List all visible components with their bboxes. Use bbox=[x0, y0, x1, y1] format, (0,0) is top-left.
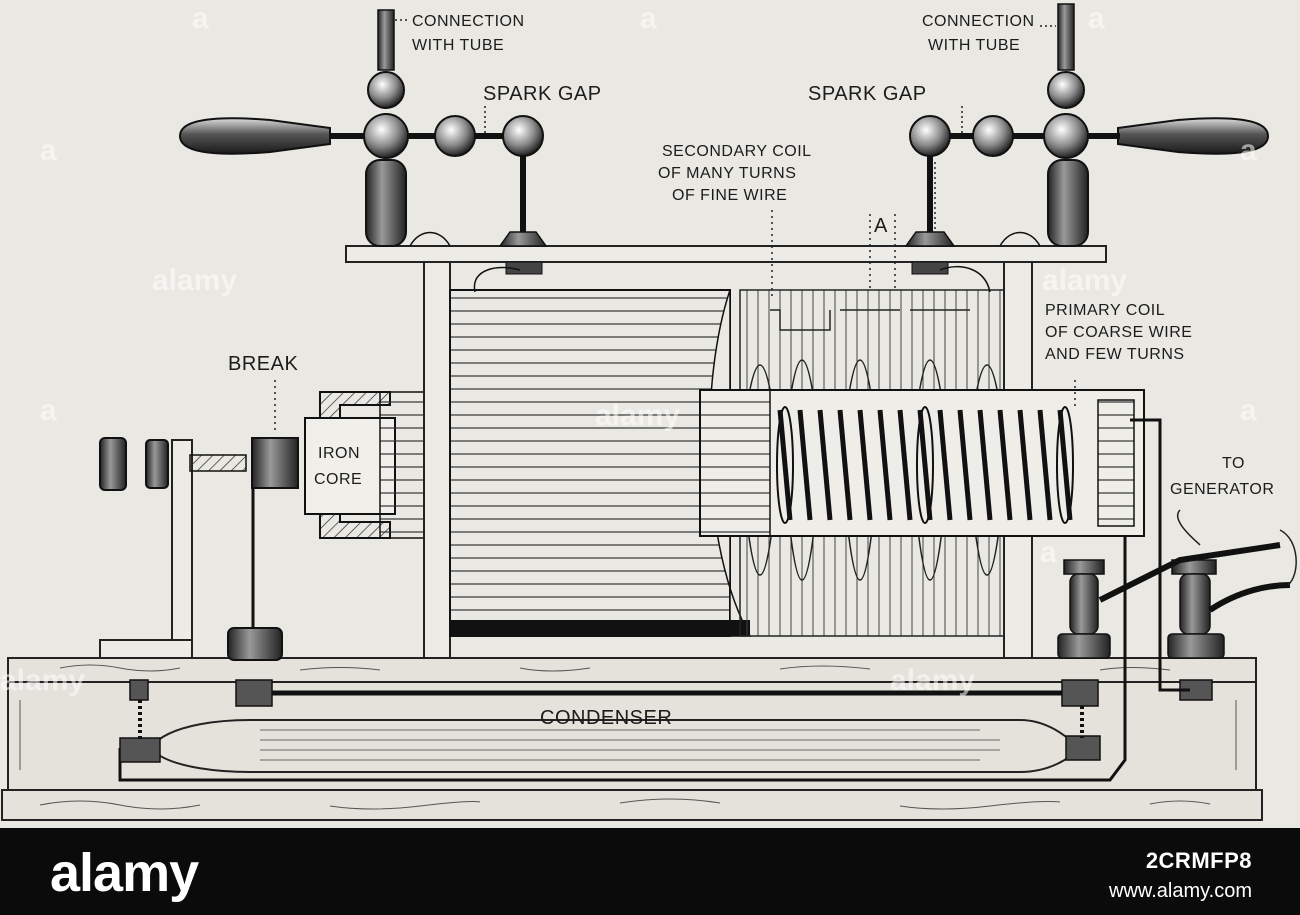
alamy-logo: alamy bbox=[50, 843, 199, 903]
watermark-bottom-right: alamy bbox=[890, 664, 975, 697]
site-url: www.alamy.com bbox=[1109, 880, 1252, 902]
watermark-left: alamy bbox=[152, 264, 237, 297]
right-post bbox=[1047, 159, 1089, 247]
to-generator-label-2: GENERATOR bbox=[1170, 481, 1274, 498]
point-a-label: A bbox=[874, 215, 888, 237]
primary-windings bbox=[777, 409, 1073, 521]
wood-grain bbox=[19, 664, 1237, 810]
watermark-mark-7: a bbox=[1240, 394, 1257, 427]
right-tube-connector bbox=[1057, 3, 1075, 71]
binding-post-left bbox=[1057, 559, 1111, 659]
spark-gap-left-label: SPARK GAP bbox=[483, 83, 602, 105]
top-board bbox=[7, 657, 1257, 683]
break-label: BREAK bbox=[228, 353, 298, 375]
left-spark-ball bbox=[502, 115, 544, 157]
primary-label-1: PRIMARY COIL bbox=[1045, 302, 1165, 319]
connection-left-label-2: WITH TUBE bbox=[412, 37, 504, 54]
left-tube-connector bbox=[377, 9, 395, 71]
watermark-mark-2: a bbox=[640, 2, 657, 35]
watermark-mark-5: a bbox=[40, 394, 57, 427]
secondary-label-2: OF MANY TURNS bbox=[658, 165, 796, 182]
screws bbox=[119, 679, 1213, 763]
bottom-board bbox=[1, 789, 1263, 821]
secondary-label-3: OF FINE WIRE bbox=[672, 187, 787, 204]
connection-right-label-2: WITH TUBE bbox=[928, 37, 1020, 54]
iron-core-label-2: CORE bbox=[314, 471, 362, 488]
left-handle bbox=[178, 117, 331, 155]
binding-post-right bbox=[1167, 559, 1225, 659]
primary-coil bbox=[699, 380, 1145, 537]
connection-right-label-1: CONNECTION bbox=[922, 13, 1035, 30]
to-generator-label-1: TO bbox=[1222, 455, 1245, 472]
watermark-center: alamy bbox=[595, 399, 680, 432]
image-meta: 2CRMFP8 www.alamy.com bbox=[1109, 848, 1252, 903]
coil-labels: SECONDARY COIL OF MANY TURNS OF FINE WIR… bbox=[658, 143, 1192, 363]
top-plate bbox=[345, 245, 1107, 263]
watermarks: alamy alamy alamy alamy alamy a a a a a … bbox=[0, 2, 1257, 697]
break-assembly: BREAK bbox=[99, 353, 1213, 763]
condenser-label: CONDENSER bbox=[540, 707, 672, 729]
watermark-mark-3: a bbox=[1088, 2, 1105, 35]
connection-left-label-1: CONNECTION bbox=[412, 13, 525, 30]
secondary-loops bbox=[747, 309, 1000, 581]
iron-core-label-1: IRON bbox=[318, 445, 360, 462]
break-base-knob bbox=[227, 627, 283, 661]
watermark-right: alamy bbox=[1042, 264, 1127, 297]
left-post bbox=[365, 159, 407, 247]
left-end-plate bbox=[423, 261, 451, 659]
stock-footer: alamy 2CRMFP8 www.alamy.com bbox=[0, 828, 1300, 915]
break-contact bbox=[251, 437, 299, 489]
watermark-mark-6: a bbox=[1240, 134, 1257, 167]
spark-gap-right-label: SPARK GAP bbox=[808, 83, 927, 105]
break-pillar bbox=[171, 439, 193, 659]
binding-posts: TO GENERATOR bbox=[1057, 418, 1297, 692]
iron-core: IRON CORE bbox=[304, 391, 429, 539]
watermark-bottom-left: alamy bbox=[0, 664, 85, 697]
image-id: 2CRMFP8 bbox=[1145, 848, 1252, 873]
induction-coil-diagram: CONDENSER BREAK bbox=[0, 2, 1297, 821]
secondary-label-1: SECONDARY COIL bbox=[662, 143, 812, 160]
left-discharger: CONNECTION WITH TUBE SPARK GAP bbox=[178, 9, 602, 293]
condenser: CONDENSER bbox=[118, 430, 1127, 782]
diagram-figure: CONDENSER BREAK bbox=[0, 0, 1300, 828]
primary-label-2: OF COARSE WIRE bbox=[1045, 324, 1192, 341]
watermark-mark-1: a bbox=[192, 2, 209, 35]
watermark-mark-4: a bbox=[40, 134, 57, 167]
watermark-mark-8: a bbox=[1040, 536, 1057, 569]
adjusting-screw-knob bbox=[99, 437, 127, 491]
right-discharger: CONNECTION WITH TUBE SPARK GAP bbox=[808, 3, 1270, 293]
primary-label-3: AND FEW TURNS bbox=[1045, 346, 1185, 363]
right-spark-ball bbox=[909, 115, 951, 157]
